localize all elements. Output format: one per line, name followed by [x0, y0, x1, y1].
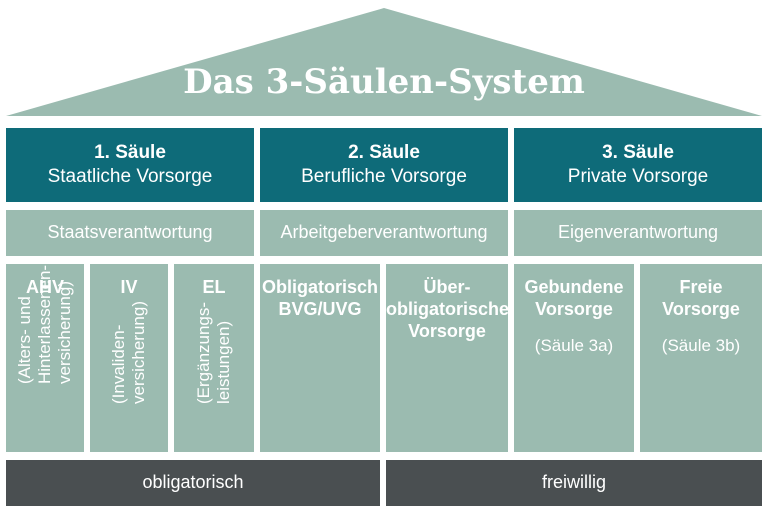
column-obligatorisch-line-1: Obligatorisch: [261, 277, 378, 297]
column-ahv-line-2: Hinterlassenen-: [35, 264, 54, 384]
column-iv: IV (Invaliden- versicherung): [90, 264, 168, 452]
column-frei-note: (Säule 3b): [661, 336, 741, 355]
column-obligatorisch: Obligatorisch BVG/UVG: [260, 264, 380, 452]
column-obligatorisch-line-2: BVG/UVG: [278, 299, 362, 319]
pillar-3-name: Private Vorsorge: [567, 166, 709, 187]
column-ueberobligatorisch-title: Über- obligatorische Vorsorge: [386, 276, 510, 342]
pillar-1-header: 1. Säule Staatliche Vorsorge: [6, 128, 254, 202]
column-ueberobligatorisch-line-2: obligatorische: [386, 299, 510, 319]
pillar-1-name: Staatliche Vorsorge: [47, 166, 213, 187]
column-el-line-1: (Ergänzungs-: [194, 301, 213, 404]
roof: [6, 8, 762, 116]
column-frei-title: Freie Vorsorge: [640, 276, 762, 320]
column-ahv-line-3: versicherung): [55, 281, 74, 384]
column-gebunden-line-2: Vorsorge: [535, 299, 613, 319]
column-frei: Freie Vorsorge (Säule 3b): [640, 264, 762, 452]
column-gebunden-line-1: Gebundene: [524, 277, 624, 297]
column-el-line-2: leistungen): [214, 320, 233, 404]
diagram-title: Das 3-Säulen-System: [183, 62, 585, 102]
pillar-2-responsibility: Arbeitgeberverantwortung: [260, 210, 508, 256]
pillar-2-number: 2. Säule: [348, 142, 420, 163]
column-ueberobligatorisch-line-3: Vorsorge: [408, 321, 486, 341]
column-iv-description: (Invaliden- versicherung): [109, 301, 149, 404]
pillar-2-name: Berufliche Vorsorge: [301, 166, 467, 187]
column-iv-title: IV: [120, 277, 138, 297]
base-freiwillig: freiwillig: [386, 460, 762, 506]
column-ueberobligatorisch: Über- obligatorische Vorsorge: [386, 264, 510, 452]
column-gebunden-title: Gebundene Vorsorge: [514, 276, 634, 320]
column-ahv-title: AHV: [25, 277, 64, 297]
column-iv-line-2: versicherung): [129, 301, 148, 404]
column-gebunden: Gebundene Vorsorge (Säule 3a): [514, 264, 634, 452]
pillar-3-responsibility: Eigenverantwortung: [514, 210, 762, 256]
column-iv-line-1: (Invaliden-: [109, 324, 128, 404]
column-ahv-description: (Alters- und Hinterlassenen- versicherun…: [15, 265, 75, 384]
pillar-3-header: 3. Säule Private Vorsorge: [514, 128, 762, 202]
column-ueberobligatorisch-line-1: Über-: [423, 277, 471, 297]
column-ahv: AHV (Alters- und Hinterlassenen- versich…: [6, 264, 84, 452]
pillar-3-number: 3. Säule: [602, 142, 674, 163]
pillar-2-header: 2. Säule Berufliche Vorsorge: [260, 128, 508, 202]
base-obligatorisch: obligatorisch: [6, 460, 380, 506]
column-el: EL (Ergänzungs- leistungen): [174, 264, 254, 452]
pillar-1-number: 1. Säule: [94, 142, 166, 163]
column-el-title: EL: [202, 277, 226, 297]
column-obligatorisch-title: Obligatorisch BVG/UVG: [260, 276, 380, 320]
column-frei-line-1: Freie: [679, 277, 723, 297]
column-frei-line-2: Vorsorge: [662, 299, 740, 319]
column-el-description: (Ergänzungs- leistungen): [194, 302, 234, 404]
column-ahv-line-1: (Alters- und: [15, 296, 34, 384]
pillar-1-responsibility: Staatsverantwortung: [6, 210, 254, 256]
column-gebunden-note: (Säule 3a): [534, 336, 614, 355]
